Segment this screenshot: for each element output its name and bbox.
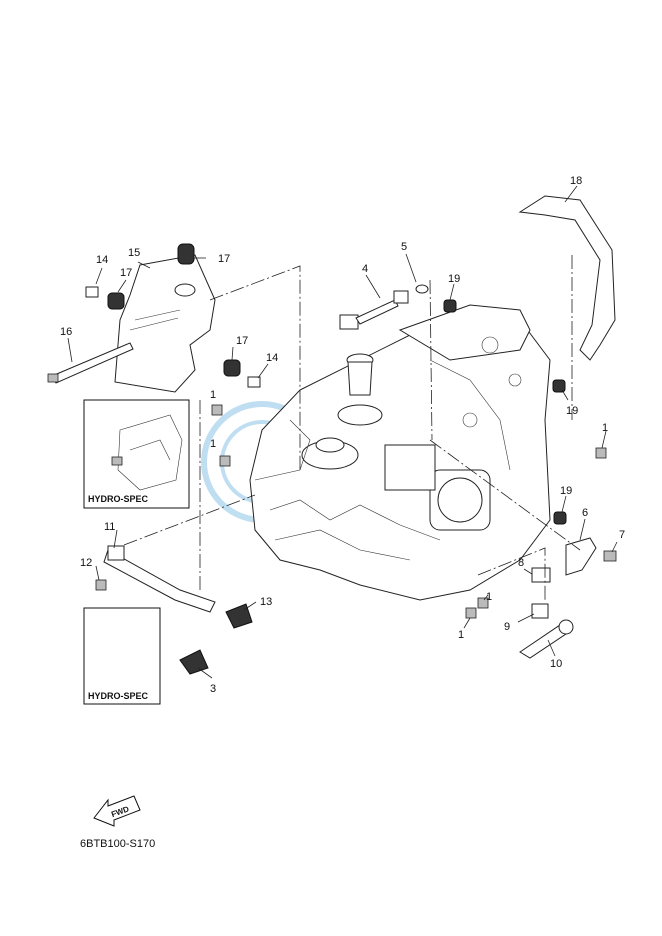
callout-8: 8 — [518, 557, 524, 569]
hydro-spec-label-upper: HYDRO-SPEC — [88, 494, 149, 504]
callout-18: 18 — [570, 175, 582, 187]
hydro-spec-inset-upper: HYDRO-SPEC — [83, 399, 190, 509]
hydro-spec-inset-lower: HYDRO-SPEC — [83, 607, 161, 705]
callout-4: 4 — [362, 263, 368, 275]
callout-1: 1 — [210, 389, 216, 401]
callout-6: 6 — [582, 507, 588, 519]
callout-9: 9 — [504, 621, 510, 633]
callout-10: 10 — [550, 658, 562, 670]
bolts-14 — [85, 286, 261, 388]
callout-19: 19 — [566, 405, 578, 417]
callout-3: 3 — [210, 683, 216, 695]
callout-16: 16 — [60, 326, 72, 338]
leader-lines — [67, 185, 618, 679]
grommets-19 — [443, 299, 567, 525]
callout-12: 12 — [80, 557, 92, 569]
engine-cover — [114, 254, 216, 393]
callout-1: 1 — [458, 629, 464, 641]
callout-1: 1 — [486, 591, 492, 603]
callout-1: 1 — [210, 438, 216, 450]
hydro-spec-label-lower: HYDRO-SPEC — [88, 691, 149, 701]
grommets — [107, 243, 241, 377]
callout-11: 11 — [104, 521, 115, 533]
chain-lines — [123, 255, 581, 600]
callout-19: 19 — [560, 485, 572, 497]
drawing-code: 6BTB100-S170 — [80, 838, 155, 850]
callout-1: 1 — [602, 422, 608, 434]
callout-13: 13 — [260, 596, 272, 608]
callout-15: 15 — [128, 247, 140, 259]
callout-14: 14 — [96, 254, 108, 266]
callout-5: 5 — [401, 241, 407, 253]
cable-tie — [47, 342, 134, 384]
callout-17: 17 — [120, 267, 132, 279]
parts-6-10 — [519, 537, 617, 659]
callout-7: 7 — [619, 529, 625, 541]
bracket-18 — [518, 195, 616, 361]
callout-19: 19 — [448, 273, 460, 285]
fwd-arrow-icon: FWD — [93, 795, 141, 827]
callout-17: 17 — [218, 253, 230, 265]
callout-17: 17 — [236, 335, 248, 347]
sensor-4-5 — [339, 284, 429, 330]
callout-14: 14 — [266, 352, 278, 364]
engine-block — [249, 304, 551, 601]
